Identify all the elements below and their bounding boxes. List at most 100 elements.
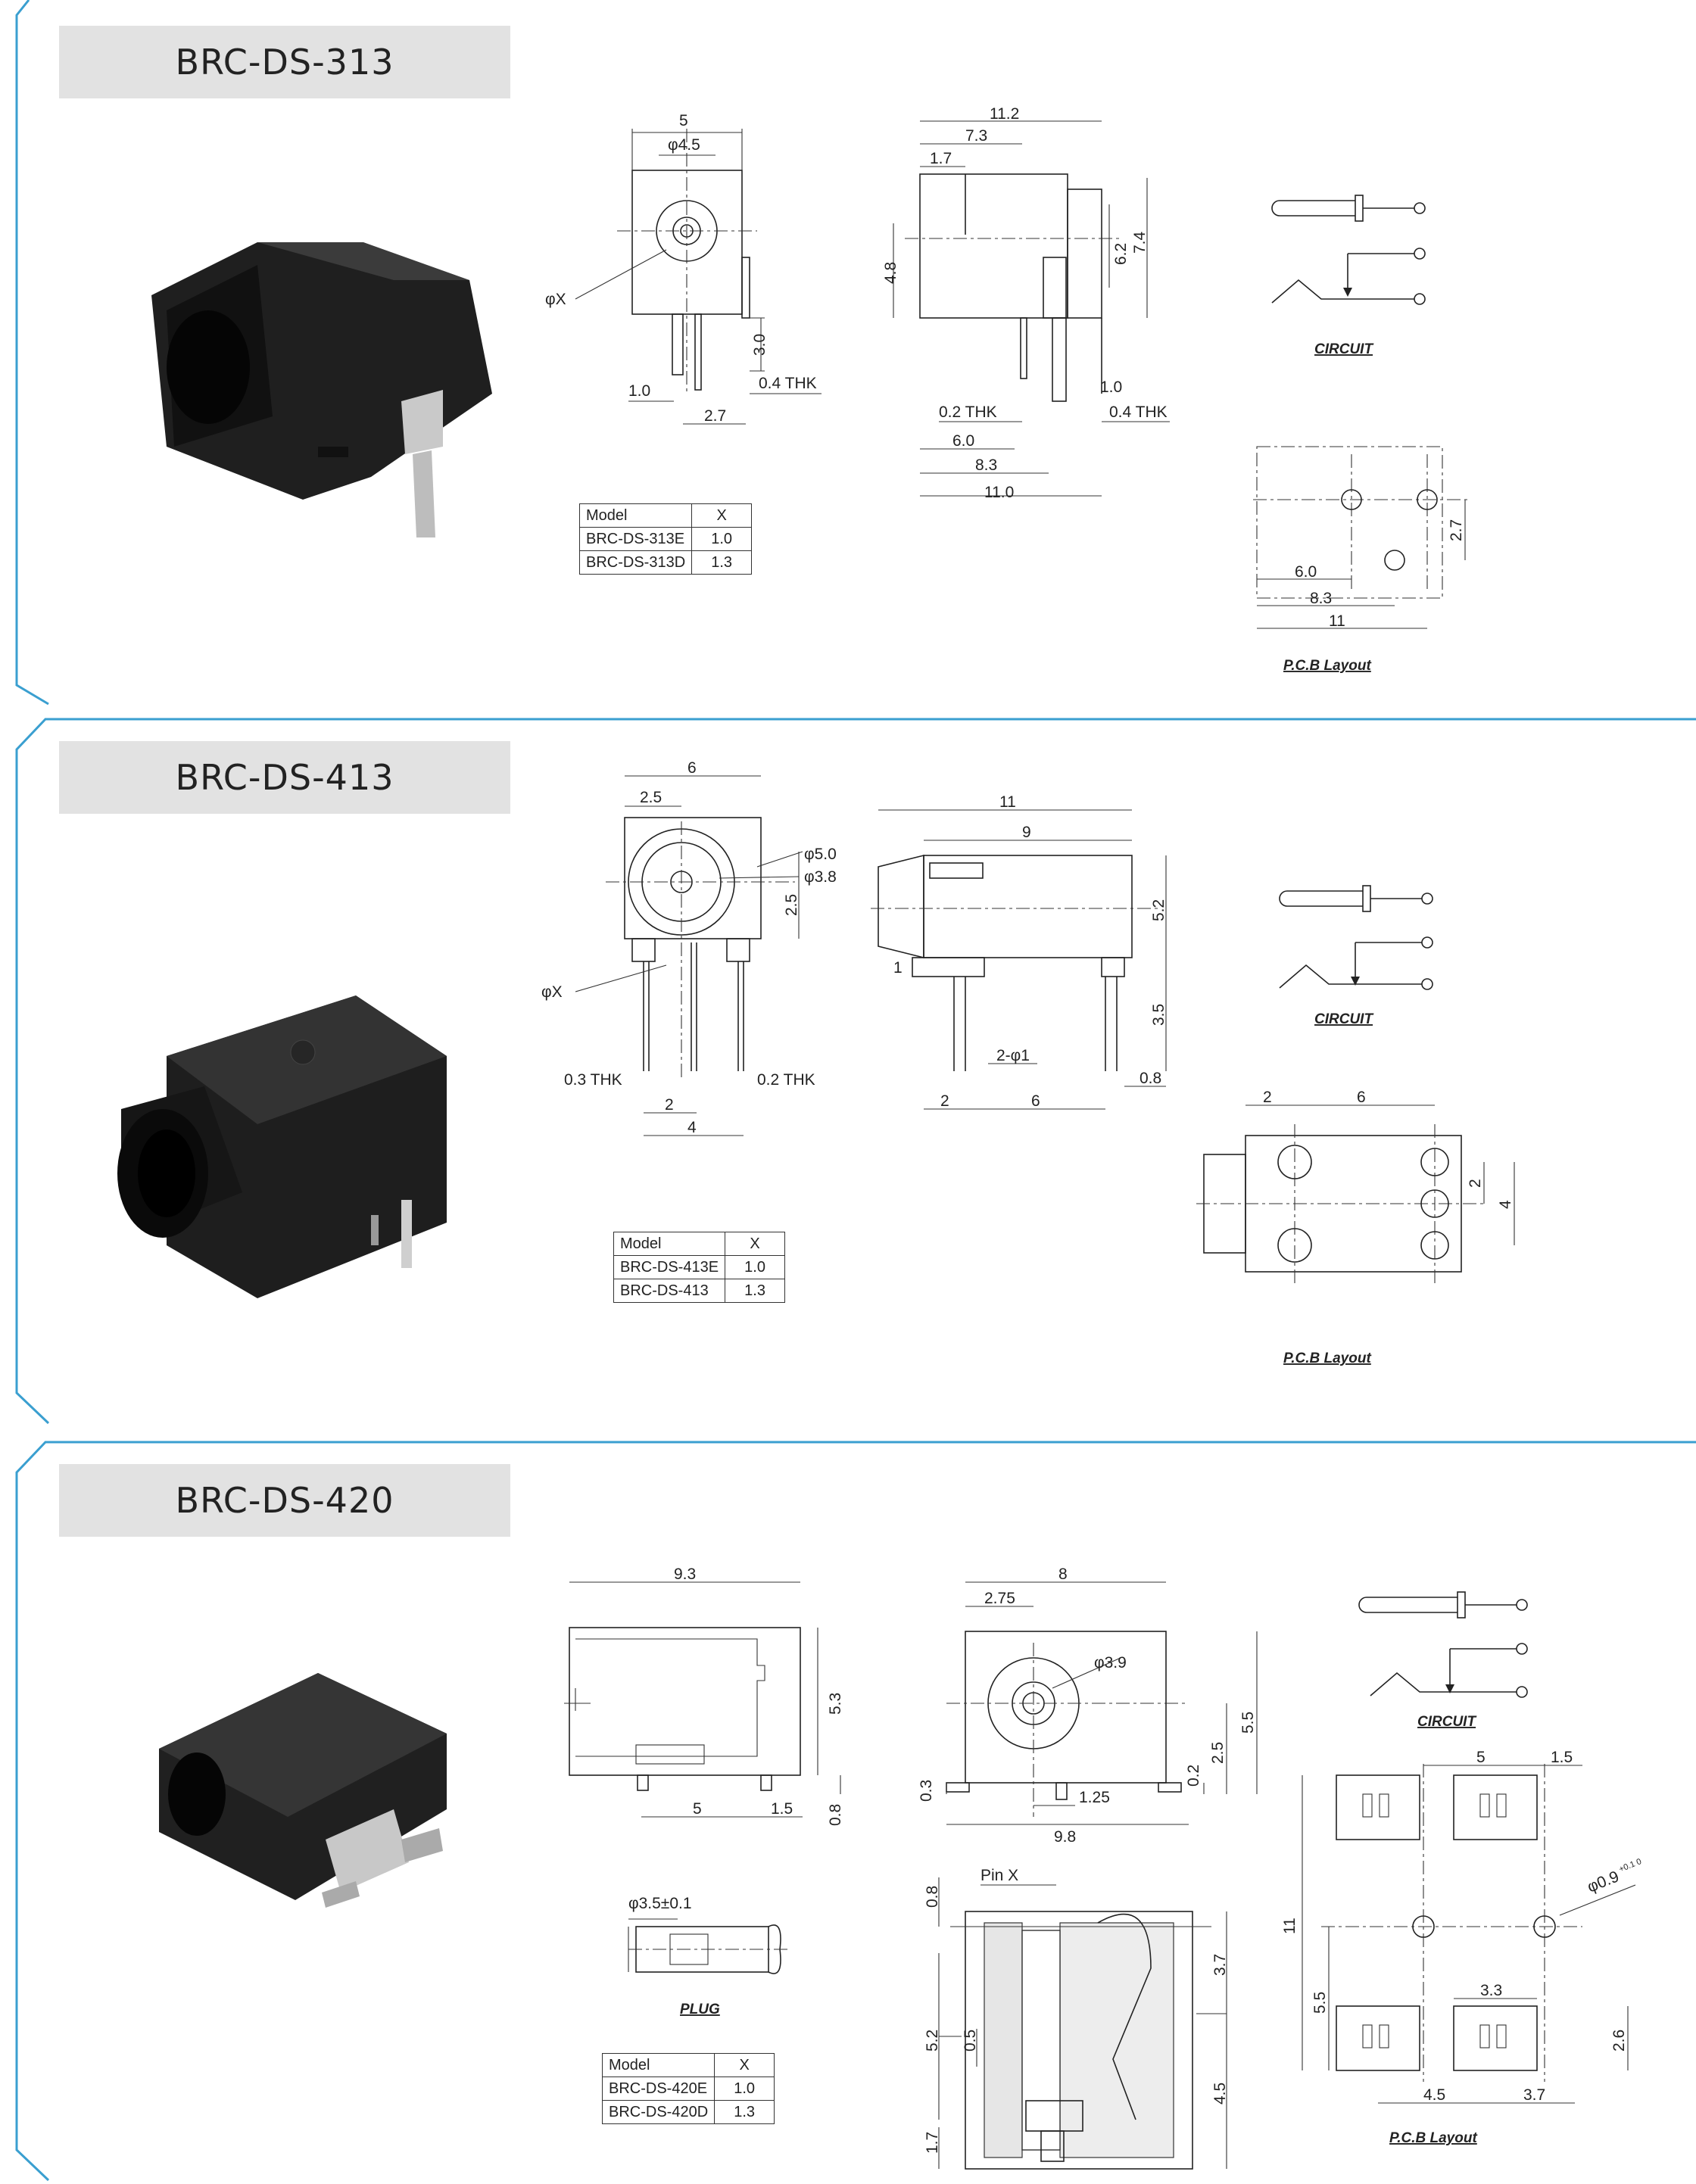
pcb-h1: 2 [1467, 1179, 1484, 1188]
pcb-w2: 1.5 [1551, 1749, 1573, 1766]
table-cell: Model [601, 2053, 716, 2077]
dim-thk-a: 0.3 THK [564, 1071, 622, 1089]
dim-step: 1 [893, 959, 903, 977]
table-cell: X [714, 2053, 775, 2077]
pcb-tol: +0.1 0 [1618, 1857, 1643, 1874]
model-title: BRC-DS-420 [175, 1480, 394, 1521]
dim-h3: 7.4 [1131, 231, 1149, 254]
dim-h2: 6.2 [1112, 243, 1130, 265]
dim-inner: φ3.8 [804, 868, 837, 886]
model-title-box: BRC-DS-313 [59, 26, 510, 98]
section-view-drawing [938, 1877, 1227, 2170]
pcb-d2: 6 [1357, 1089, 1366, 1106]
pcb-h2: 4 [1497, 1200, 1514, 1209]
circuit-symbol [1279, 885, 1433, 990]
dim-h1: 5.2 [1150, 899, 1168, 921]
dim-b1: 5 [693, 1800, 702, 1818]
dim-outer: φ5.0 [804, 846, 837, 863]
table-cell: BRC-DS-313D [578, 550, 693, 575]
dim-c: 1.7 [924, 2132, 941, 2154]
dim-pitch: 2.7 [704, 407, 726, 425]
table-cell: BRC-DS-413E [613, 1255, 726, 1279]
dim-overall: 9.3 [674, 1566, 696, 1583]
model-title-box: BRC-DS-413 [59, 741, 510, 814]
circuit-caption: CIRCUIT [1417, 1714, 1476, 1730]
pcb-v2: 3.3 [1480, 1982, 1502, 1999]
dim-p1: 2 [665, 1096, 674, 1114]
dim-h4: 5.5 [1239, 1712, 1257, 1734]
side-view-drawing [871, 809, 1167, 1110]
product-photo [117, 995, 447, 1298]
dim-h: 5.3 [827, 1693, 844, 1715]
technical-drawings: 9.3 5.3 5 1.5 0.8 8 2.75 φ3.9 [564, 1566, 1643, 2170]
dim-h2: 3.5 [1150, 1004, 1168, 1026]
pcb-caption: P.C.B Layout [1283, 1351, 1371, 1366]
pcb-b2: 3.7 [1523, 2086, 1545, 2104]
dim-b1: 2 [940, 1092, 949, 1110]
dim-offset: 2.5 [640, 789, 662, 806]
pcb-hole: φ0.9 [1585, 1868, 1621, 1896]
table-cell: BRC-DS-420D [601, 2100, 716, 2124]
model-title: BRC-DS-313 [175, 42, 394, 83]
product-photo [151, 242, 492, 537]
plug-caption: PLUG [680, 2002, 720, 2017]
dim-d1: 9 [1022, 824, 1031, 841]
dim-height: 2.5 [783, 894, 800, 916]
pcb-w1: 5 [1476, 1749, 1486, 1766]
front-view-drawing [946, 1581, 1258, 1825]
dim-h1: 4.8 [882, 262, 899, 284]
pcb-caption: P.C.B Layout [1283, 658, 1371, 674]
dim-d: 3.7 [1211, 1954, 1229, 1976]
dim-width: 5 [679, 112, 688, 129]
dim-pin-len: 3.0 [751, 334, 768, 356]
dim-b2: 8.3 [975, 456, 997, 474]
dim-b2: 9.8 [1054, 1828, 1076, 1846]
table-cell: BRC-DS-413 [613, 1279, 726, 1303]
dim-left: 1.0 [628, 382, 650, 400]
dim-h2: 0.2 [1185, 1765, 1202, 1787]
front-view-drawing [575, 129, 822, 425]
dim-b: 5.2 [924, 2030, 941, 2052]
dim-a: 0.5 [962, 2030, 979, 2052]
dim-thk-b: 0.2 THK [757, 1071, 815, 1089]
front-view-drawing [575, 775, 803, 1136]
circuit-symbol [1271, 195, 1426, 305]
dim-pin-dia: φX [541, 983, 563, 1001]
section-frame [15, 0, 49, 706]
dim-p2: 4 [687, 1119, 697, 1136]
table-cell: BRC-DS-313E [578, 527, 693, 551]
side-view-drawing [893, 120, 1170, 497]
pcb-layout-drawing [1253, 446, 1469, 629]
table-cell: 1.0 [725, 1255, 786, 1279]
table-cell: X [725, 1232, 786, 1256]
dim-d2: 1.7 [930, 150, 952, 167]
dim-thk-a: 0.2 THK [939, 403, 997, 421]
table-cell: 1.0 [691, 527, 753, 551]
pcb-layout-drawing [1196, 1104, 1515, 1283]
dim-b3: 0.8 [827, 1804, 844, 1826]
dim-pin-w: 1.0 [1100, 379, 1122, 396]
dim-top: 0.8 [924, 1886, 941, 1908]
circuit-caption: CIRCUIT [1314, 1011, 1373, 1027]
dim-overall: 11.2 [990, 105, 1019, 123]
plug-dia: φ3.5±0.1 [628, 1895, 692, 1912]
pcb-b1: 4.5 [1423, 2086, 1445, 2104]
section-brc-ds-413: BRC-DS-413 [0, 715, 1696, 1427]
pcb-layout-drawing [1302, 1764, 1636, 2104]
dim-h1: 0.3 [918, 1780, 935, 1802]
circuit-symbol [1358, 1591, 1528, 1698]
dim-b3: 0.8 [1140, 1070, 1161, 1087]
table-cell: BRC-DS-420E [601, 2077, 716, 2101]
pcb-v3: 2.6 [1610, 2030, 1628, 2052]
pcb-d3: 11 [1329, 612, 1345, 630]
dim-b1: 1.25 [1079, 1789, 1110, 1806]
section-brc-ds-313: BRC-DS-313 [0, 0, 1696, 708]
model-title: BRC-DS-413 [175, 757, 394, 798]
dim-hole: φ4.5 [668, 136, 700, 154]
